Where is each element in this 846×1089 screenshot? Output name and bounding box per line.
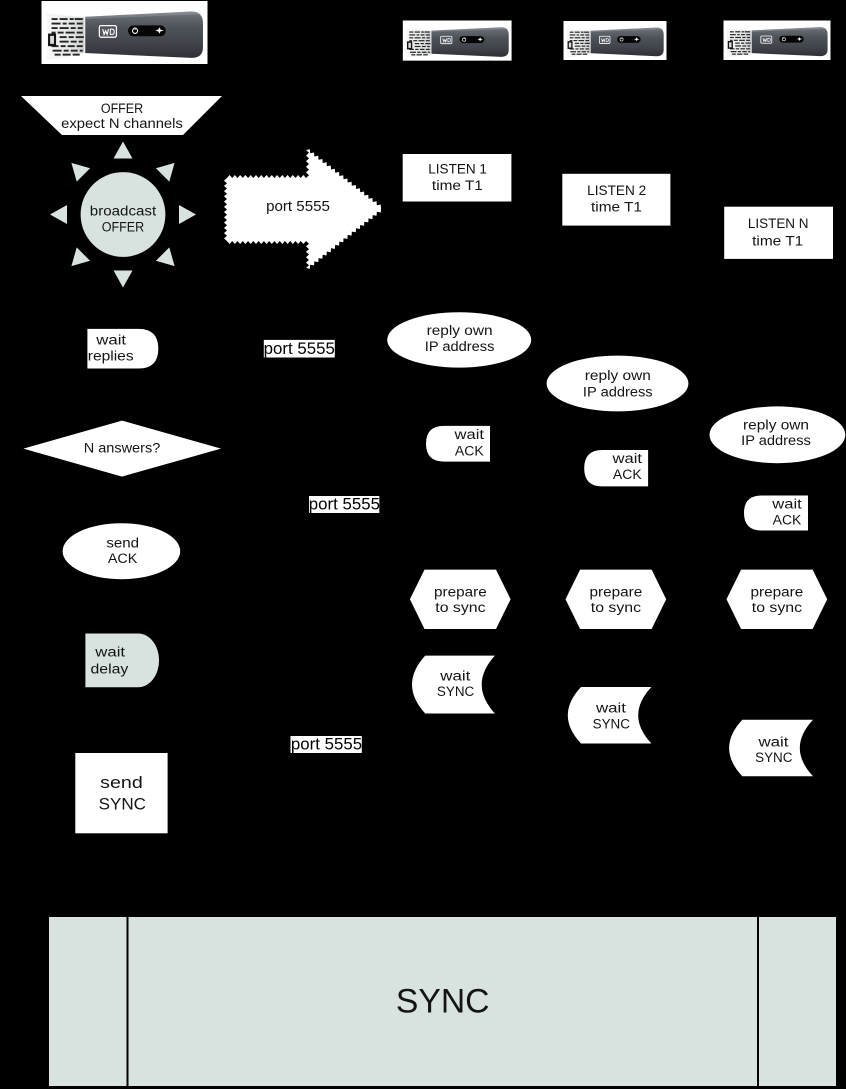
svg-text:LISTEN 1: LISTEN 1: [428, 161, 487, 176]
svg-text:ACK: ACK: [773, 513, 802, 528]
svg-text:to sync: to sync: [752, 600, 803, 615]
svg-text:wait: wait: [611, 451, 642, 466]
svg-text:to sync: to sync: [435, 600, 486, 615]
svg-text:expect N channels: expect N channels: [61, 116, 183, 131]
svg-text:IP address: IP address: [741, 433, 811, 448]
svg-text:prepare: prepare: [590, 584, 643, 599]
svg-text:port 5555: port 5555: [309, 495, 380, 513]
svg-text:send: send: [106, 536, 139, 551]
svg-text:port 5555: port 5555: [291, 736, 362, 754]
svg-text:time T1: time T1: [752, 233, 803, 248]
svg-text:IP address: IP address: [425, 339, 495, 354]
svg-text:prepare: prepare: [434, 584, 487, 599]
svg-text:SYNC: SYNC: [99, 795, 146, 814]
svg-text:wait: wait: [94, 645, 125, 660]
svg-text:reply own: reply own: [427, 323, 493, 338]
svg-text:wait: wait: [757, 734, 789, 749]
svg-text:wait: wait: [453, 427, 484, 442]
svg-text:ACK: ACK: [613, 467, 642, 482]
svg-text:wait: wait: [595, 701, 627, 716]
svg-text:ACK: ACK: [455, 443, 484, 458]
svg-text:broadcast: broadcast: [90, 203, 157, 218]
svg-text:port 5555: port 5555: [264, 340, 335, 358]
svg-text:reply own: reply own: [743, 418, 809, 433]
svg-text:OFFER: OFFER: [101, 101, 143, 116]
svg-text:wait: wait: [439, 668, 471, 683]
svg-text:IP address: IP address: [583, 384, 653, 399]
svg-text:prepare: prepare: [751, 584, 804, 599]
svg-text:N answers?: N answers?: [84, 441, 161, 456]
svg-text:time T1: time T1: [591, 199, 642, 214]
svg-text:wait: wait: [95, 333, 126, 348]
svg-text:send: send: [100, 773, 143, 792]
svg-text:OFFER: OFFER: [102, 220, 145, 235]
svg-text:ACK: ACK: [108, 551, 138, 566]
svg-text:LISTEN 2: LISTEN 2: [587, 183, 646, 198]
svg-text:time T1: time T1: [432, 178, 483, 193]
svg-text:port 5555: port 5555: [266, 198, 330, 215]
svg-text:delay: delay: [91, 661, 129, 676]
svg-text:replies: replies: [88, 348, 134, 363]
svg-text:LISTEN N: LISTEN N: [748, 216, 809, 231]
svg-text:SYNC: SYNC: [437, 684, 475, 699]
svg-text:wait: wait: [771, 497, 802, 512]
svg-text:to sync: to sync: [591, 600, 642, 615]
svg-text:SYNC: SYNC: [593, 716, 631, 731]
svg-text:SYNC: SYNC: [396, 982, 490, 1020]
svg-text:reply own: reply own: [585, 368, 651, 383]
svg-text:SYNC: SYNC: [755, 750, 793, 765]
